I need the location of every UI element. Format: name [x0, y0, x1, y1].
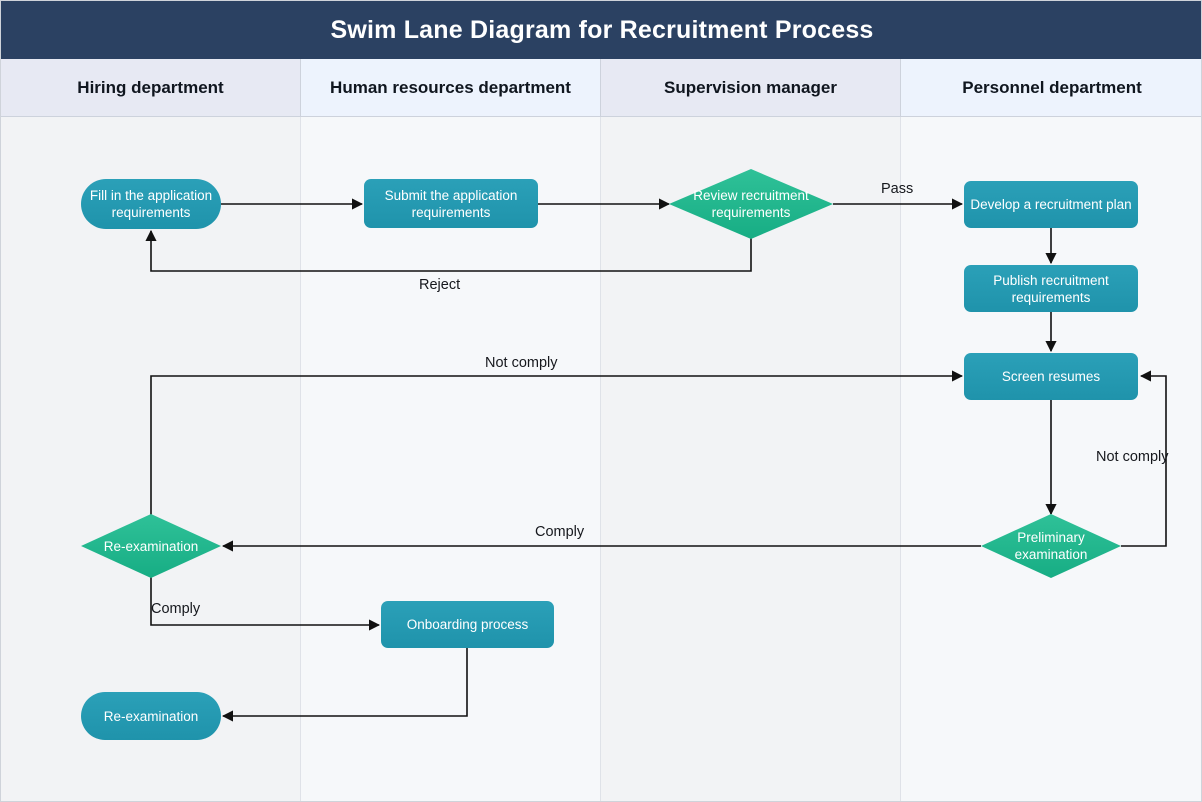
- edge-label-not-comply-left: Not comply: [485, 355, 558, 371]
- node-re-examination-decision[interactable]: Re-examination: [81, 514, 221, 578]
- node-publish-recruitment-requirements[interactable]: Publish recruitment requirements: [964, 265, 1138, 312]
- node-submit-the-application-requirements[interactable]: Submit the application requirements: [364, 179, 538, 228]
- node-label: Re-examination: [103, 538, 199, 554]
- node-develop-a-recruitment-plan[interactable]: Develop a recruitment plan: [964, 181, 1138, 228]
- node-label: Publish recruitment requirements: [993, 272, 1109, 305]
- node-review-recruitment-requirements[interactable]: Review recruitment requirements: [669, 169, 833, 239]
- edge-label-reject: Reject: [419, 277, 461, 293]
- node-onboarding-process[interactable]: Onboarding process: [381, 601, 554, 648]
- node-label: Review recruitment requirements: [693, 188, 809, 220]
- lane-header-personnel-department: Personnel department: [901, 59, 1201, 117]
- node-label: Preliminary examination: [1014, 530, 1088, 562]
- node-label: Develop a recruitment plan: [970, 197, 1132, 212]
- edge-label-pass: Pass: [881, 181, 914, 197]
- diagram-title-bar: Swim Lane Diagram for Recruitment Proces…: [1, 1, 1201, 59]
- node-re-examination-end[interactable]: Re-examination: [81, 692, 221, 740]
- node-label: Fill in the application requirements: [89, 188, 213, 220]
- lane-header-hiring-department: Hiring department: [1, 59, 301, 117]
- node-screen-resumes[interactable]: Screen resumes: [964, 353, 1138, 400]
- node-label: Onboarding process: [406, 617, 529, 632]
- edge-label-not-comply-right: Not comply: [1096, 449, 1169, 465]
- node-preliminary-examination[interactable]: Preliminary examination: [981, 514, 1121, 578]
- node-label: Screen resumes: [1001, 369, 1101, 384]
- node-fill-in-the-application-requirements[interactable]: Fill in the application requirements: [81, 179, 221, 229]
- lane-header-supervision-manager: Supervision manager: [601, 59, 901, 117]
- lane-header-human-resources-department: Human resources department: [301, 59, 601, 117]
- edge-label-comply-right: Comply: [535, 524, 585, 540]
- diagram-title: Swim Lane Diagram for Recruitment Proces…: [330, 15, 874, 44]
- node-label: Re-examination: [103, 708, 199, 724]
- lane-header-row: Hiring department Human resources depart…: [1, 59, 1201, 117]
- node-label: Submit the application requirements: [384, 187, 518, 220]
- edge-label-comply-left: Comply: [151, 601, 201, 617]
